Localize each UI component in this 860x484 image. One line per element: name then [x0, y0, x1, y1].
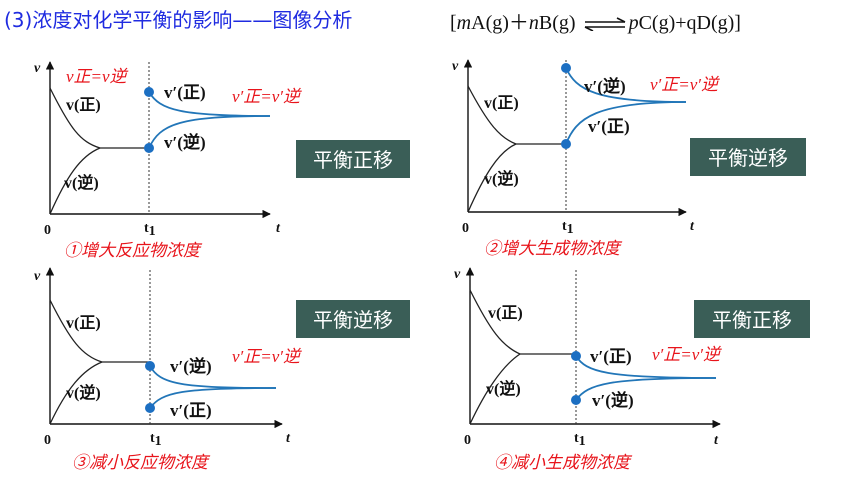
p2-reverse-label: v(逆) — [484, 169, 519, 188]
p2-forward-label: v(正) — [484, 95, 519, 112]
p1-equal-before: v正=v逆 — [66, 67, 129, 86]
p3-equal-after: v′正=v′逆 — [232, 347, 302, 366]
p1-v-label: v — [34, 61, 41, 76]
panel-2: v 0 t t1 v(正) v(逆) v′(逆) v′(正) v′正=v′逆 平… — [452, 59, 806, 259]
p1-reverse-prime-curve — [148, 115, 271, 149]
p1-origin-label: 0 — [44, 223, 51, 238]
p1-reverse-point — [144, 143, 154, 153]
p2-v-label: v — [452, 59, 459, 74]
eq-open: [ — [450, 12, 457, 34]
equilibrium-arrow-icon — [584, 17, 625, 32]
p1-caption: ①增大反应物浓度 — [64, 241, 203, 261]
p3-reverse-label: v(逆) — [66, 383, 101, 402]
p2-shift-box — [690, 138, 806, 176]
p3-t1-label: t1 — [150, 431, 162, 449]
p4-t-label: t — [714, 433, 719, 448]
eq-species-a: A(g)＋ — [471, 12, 529, 34]
p1-forward-label: v(正) — [66, 97, 101, 114]
p4-t1-label: t1 — [574, 431, 586, 449]
p3-reverse-point — [145, 361, 155, 371]
p4-v-label: v — [454, 267, 461, 282]
p1-t-label: t — [276, 221, 281, 236]
p3-v-label: v — [34, 269, 41, 284]
p4-reverse-drop-point — [571, 395, 581, 405]
p2-reverse-curve — [467, 143, 517, 213]
p3-reverse-prime-label: v′(逆) — [170, 356, 212, 376]
p4-reverse-curve — [469, 353, 521, 425]
p4-shift-box — [694, 300, 810, 338]
panel-1: v 0 t t1 v正=v逆 v(正) v(逆) v′(正) v′(逆) v′正… — [34, 61, 410, 261]
p2-shift-text: 平衡逆移 — [708, 146, 788, 170]
p1-t1-label: t1 — [144, 221, 156, 239]
p3-caption: ③减小反应物浓度 — [72, 453, 211, 473]
p2-reverse-jump-point — [561, 63, 571, 73]
p1-reverse-label: v(逆) — [64, 173, 99, 192]
p2-forward-prime-label: v′(正) — [588, 117, 630, 136]
p3-forward-curve — [49, 299, 103, 363]
p1-reverse-prime-label: v′(逆) — [164, 132, 206, 152]
p4-shift-text: 平衡正移 — [712, 308, 792, 332]
p1-shift-box — [296, 140, 410, 178]
p2-t-label: t — [690, 219, 695, 234]
eq-species-b: B(g) — [538, 12, 581, 34]
p2-t1-label: t1 — [562, 219, 574, 237]
p2-reverse-prime-label: v′(逆) — [584, 76, 626, 96]
p3-forward-prime-label: v′(正) — [170, 401, 212, 420]
p3-t-label: t — [286, 431, 291, 446]
p2-reverse-prime-curve — [565, 67, 687, 103]
p1-shift-text: 平衡正移 — [313, 148, 393, 172]
p3-shift-box — [296, 300, 410, 338]
p1-forward-jump-point — [144, 87, 154, 97]
p4-caption: ④减小生成物浓度 — [494, 453, 633, 473]
p3-forward-prime-curve — [149, 387, 277, 409]
panel-3: v 0 t t1 v(正) v(逆) v′(逆) v′(正) v′正=v′逆 平… — [34, 267, 410, 473]
p3-origin-label: 0 — [44, 433, 51, 448]
eq-coef-m: m — [456, 12, 472, 34]
p2-origin-label: 0 — [462, 221, 469, 236]
p1-equal-after: v′正=v′逆 — [232, 87, 302, 106]
p4-reverse-label: v(逆) — [486, 379, 521, 398]
p2-equal-after: v′正=v′逆 — [650, 75, 720, 94]
p2-caption: ②增大生成物浓度 — [484, 239, 623, 259]
reaction-equation: [mA(g)＋nB(g) pC(g)+qD(g)] — [450, 6, 741, 35]
page-title: (3)浓度对化学平衡的影响——图像分析 — [4, 8, 353, 32]
p2-forward-point — [561, 139, 571, 149]
p4-forward-prime-label: v′(正) — [590, 347, 632, 366]
p4-forward-label: v(正) — [488, 305, 523, 322]
p3-shift-text: 平衡逆移 — [313, 308, 393, 332]
p2-forward-prime-curve — [565, 101, 687, 145]
eq-coef-p: p — [628, 12, 639, 34]
p1-forward-prime-label: v′(正) — [164, 83, 206, 102]
p1-reverse-curve — [49, 147, 101, 215]
p3-forward-drop-point — [145, 403, 155, 413]
p3-reverse-curve — [49, 361, 103, 425]
eq-coef-n: n — [528, 12, 539, 34]
p4-origin-label: 0 — [464, 433, 471, 448]
p1-forward-curve — [49, 87, 101, 149]
p4-forward-curve — [469, 289, 521, 355]
p3-reverse-prime-curve — [149, 365, 277, 389]
p4-forward-point — [571, 351, 581, 361]
eq-species-cd: C(g)+qD(g)] — [638, 12, 741, 34]
p4-equal-after: v′正=v′逆 — [652, 345, 722, 364]
p4-reverse-prime-curve — [575, 377, 717, 401]
p2-forward-curve — [467, 85, 517, 145]
p4-reverse-prime-label: v′(逆) — [592, 390, 634, 410]
p3-forward-label: v(正) — [66, 315, 101, 332]
panel-4: v 0 t t1 v(正) v(逆) v′(正) v′(逆) v′正=v′逆 平… — [454, 267, 810, 473]
